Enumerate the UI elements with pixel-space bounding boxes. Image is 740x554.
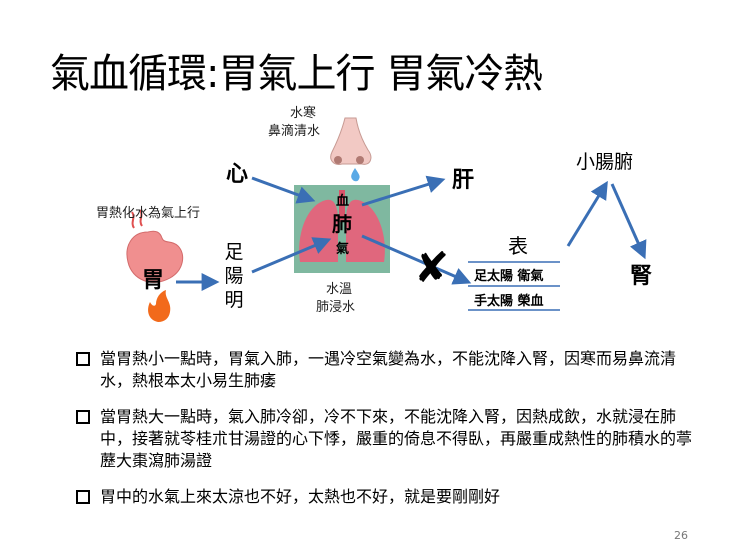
label-foot-yangming: 足陽明 xyxy=(224,241,244,311)
nose-icon xyxy=(330,117,372,165)
label-taiyang-hand: 手太陽 榮血 xyxy=(474,294,544,309)
nose-caption-1: 水寒 xyxy=(290,106,317,121)
bullet-list: 當胃熱小一點時，胃氣入肺，一遇冷空氣變為水，不能沈降入腎，因寒而易鼻流清水，熱根… xyxy=(76,348,706,522)
label-taiyang-foot: 足太陽 衛氣 xyxy=(474,269,544,284)
label-surface: 表 xyxy=(508,234,528,258)
arrow-foot-to-lung xyxy=(251,237,332,274)
arrow-surface-to-small-intestine xyxy=(566,180,608,247)
page-number: 26 xyxy=(674,529,688,542)
label-small-intestine: 小腸腑 xyxy=(576,151,634,173)
arrow-heart-to-lung xyxy=(251,176,316,204)
label-lung: 肺 xyxy=(332,212,352,236)
label-liver: 肝 xyxy=(452,168,475,193)
fire-icon xyxy=(148,290,171,322)
arrow-small-intestine-to-kidney xyxy=(610,183,647,260)
bullet-item: 胃中的水氣上來太涼也不好，太熱也不好，就是要剛剛好 xyxy=(76,486,706,508)
label-kidney: 腎 xyxy=(630,264,653,289)
stomach-icon xyxy=(126,209,184,283)
label-lung-blood: 血 xyxy=(336,194,350,209)
arrow-lung-to-surface xyxy=(361,234,472,285)
label-stomach-heat: 胃熱化水為氣上行 xyxy=(96,206,201,221)
label-stomach: 胃 xyxy=(142,268,165,293)
bullet-item: 當胃熱小一點時，胃氣入肺，一遇冷空氣變為水，不能沈降入腎，因寒而易鼻流清水，熱根… xyxy=(76,348,706,392)
bullet-item: 當胃熱大一點時，氣入肺冷卻，冷不下來，不能沈降入腎，因熱成飲，水就浸在肺中，接著… xyxy=(76,406,706,472)
label-heart: 心 xyxy=(226,162,249,187)
lungs-icon xyxy=(299,190,385,262)
arrow-lung-to-liver xyxy=(361,175,446,207)
block-mark-icon: ✘ xyxy=(414,243,450,292)
nose-caption-2: 鼻滴清水 xyxy=(268,124,321,139)
water-drop-icon xyxy=(351,168,360,182)
label-water-warm: 水溫 xyxy=(326,282,353,297)
slide-title: 氣血循環:胃氣上行 胃氣冷熱 xyxy=(50,51,543,97)
label-lung-qi: 氣 xyxy=(336,242,350,257)
label-lung-soak: 肺浸水 xyxy=(316,300,356,315)
